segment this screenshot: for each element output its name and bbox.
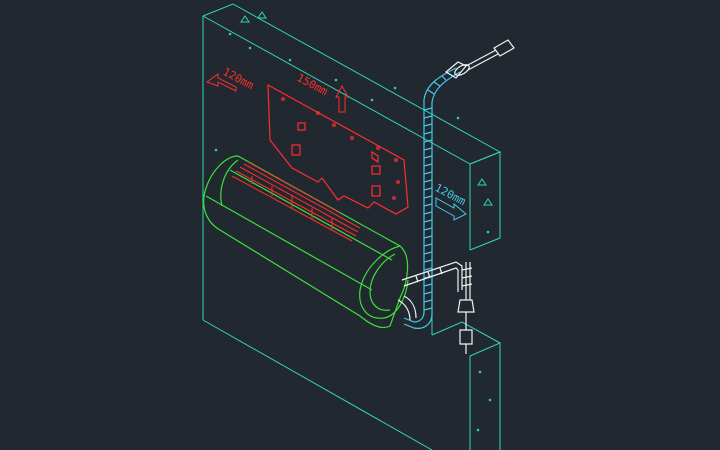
wall-marker	[240, 15, 250, 23]
drain-pipe-outline-left	[403, 67, 457, 323]
drain-pipe	[403, 67, 461, 329]
flare-nut-fitting	[457, 299, 475, 313]
dimension-left-label: 120mm	[221, 65, 257, 92]
dimension-left-arrow	[205, 73, 237, 92]
mounting-plate	[267, 83, 409, 215]
plate-slot	[371, 185, 381, 197]
valve-body	[459, 329, 473, 345]
dimension-right-label: 120mm	[433, 181, 469, 208]
indoor-unit-front-edge	[205, 195, 373, 291]
dimension-right	[435, 197, 467, 221]
indoor-unit	[203, 155, 409, 329]
screwdriver-shaft	[465, 49, 497, 67]
indoor-unit-end-cap	[359, 245, 409, 319]
wall-marker	[257, 11, 267, 19]
connection-pipe-inner	[403, 267, 459, 292]
plate-slot	[371, 165, 381, 175]
drain-pipe-outline-right	[403, 71, 461, 329]
indoor-unit-louvers	[231, 161, 361, 242]
wall	[202, 3, 502, 450]
dimension-top-label: 150mm	[295, 71, 331, 98]
wall-right-upper-face	[469, 151, 501, 251]
screwdriver-handle	[493, 39, 515, 57]
dimension-right-arrow	[435, 197, 467, 221]
wall-marker	[477, 178, 487, 186]
indoor-unit-top-edge	[229, 169, 393, 261]
refrigerant-lines	[397, 39, 515, 354]
wall-marker	[483, 198, 493, 206]
upper-fitting-ring	[454, 64, 470, 76]
wall-bottom-diagonal	[202, 319, 433, 450]
lower-pipe-bend	[397, 299, 411, 321]
dimension-left	[205, 73, 237, 92]
plate-slot	[297, 122, 306, 131]
mounting-plate-outline	[267, 83, 409, 215]
indoor-unit-body	[203, 155, 409, 329]
plate-slot	[291, 144, 301, 156]
dimension-top-arrow	[335, 84, 349, 113]
indoor-unit-left-cap	[220, 159, 239, 207]
indoor-unit-end-cap-inner	[369, 253, 396, 311]
wall-lower-step	[431, 321, 502, 357]
